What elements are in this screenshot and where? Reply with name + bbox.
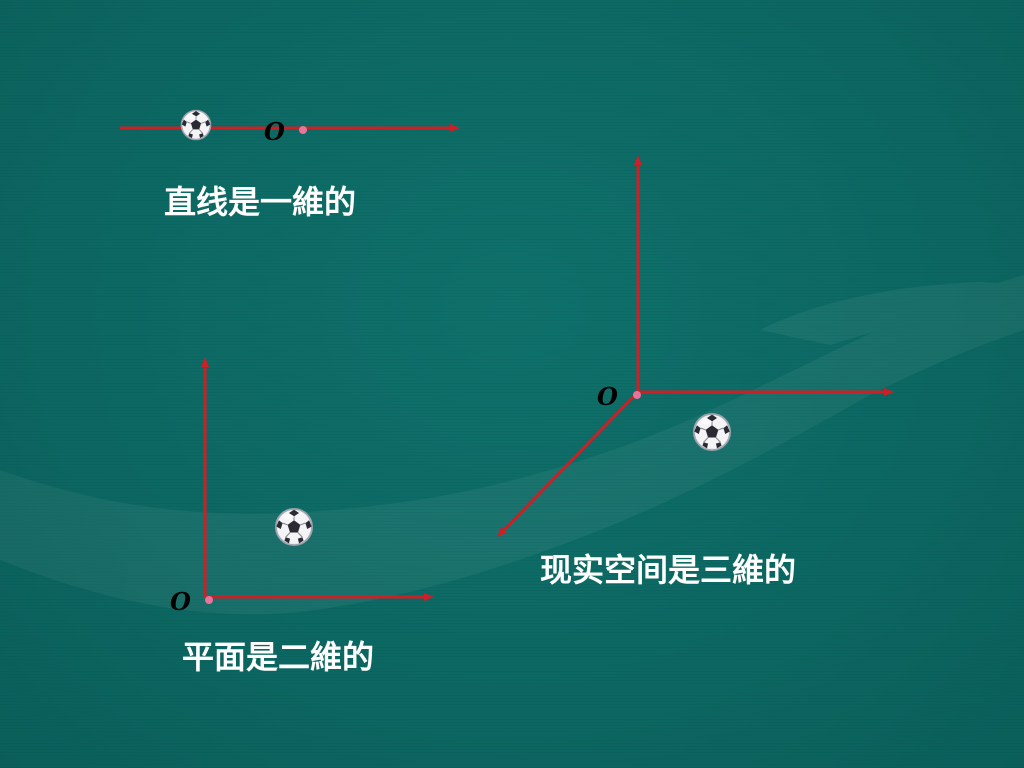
origin-dot	[205, 596, 213, 604]
y-axis-arrowhead	[201, 357, 209, 367]
origin-dot	[633, 391, 641, 399]
origin-dot	[299, 126, 307, 134]
line-caption: 直线是一維的	[164, 183, 357, 221]
soccer-ball-icon	[692, 412, 732, 452]
y-axis-arrowhead	[634, 155, 642, 165]
x-axis-arrowhead	[884, 388, 894, 396]
soccer-ball-icon	[180, 109, 212, 141]
soccer-ball-icon	[274, 507, 314, 547]
decorative-hands-watermark	[0, 275, 1024, 615]
space-origin-label: O	[597, 382, 618, 411]
x-axis-arrowhead	[450, 124, 460, 132]
space-panel-diagram	[494, 155, 894, 540]
space-caption: 现实空间是三維的	[540, 551, 797, 589]
line-origin-label: O	[264, 117, 285, 146]
x-axis-arrowhead	[424, 593, 434, 601]
plane-origin-label: O	[170, 587, 191, 616]
line-panel-diagram	[120, 109, 460, 141]
plane-panel-diagram	[201, 357, 434, 604]
space-z-axis	[502, 394, 636, 532]
plane-caption: 平面是二維的	[182, 638, 375, 676]
